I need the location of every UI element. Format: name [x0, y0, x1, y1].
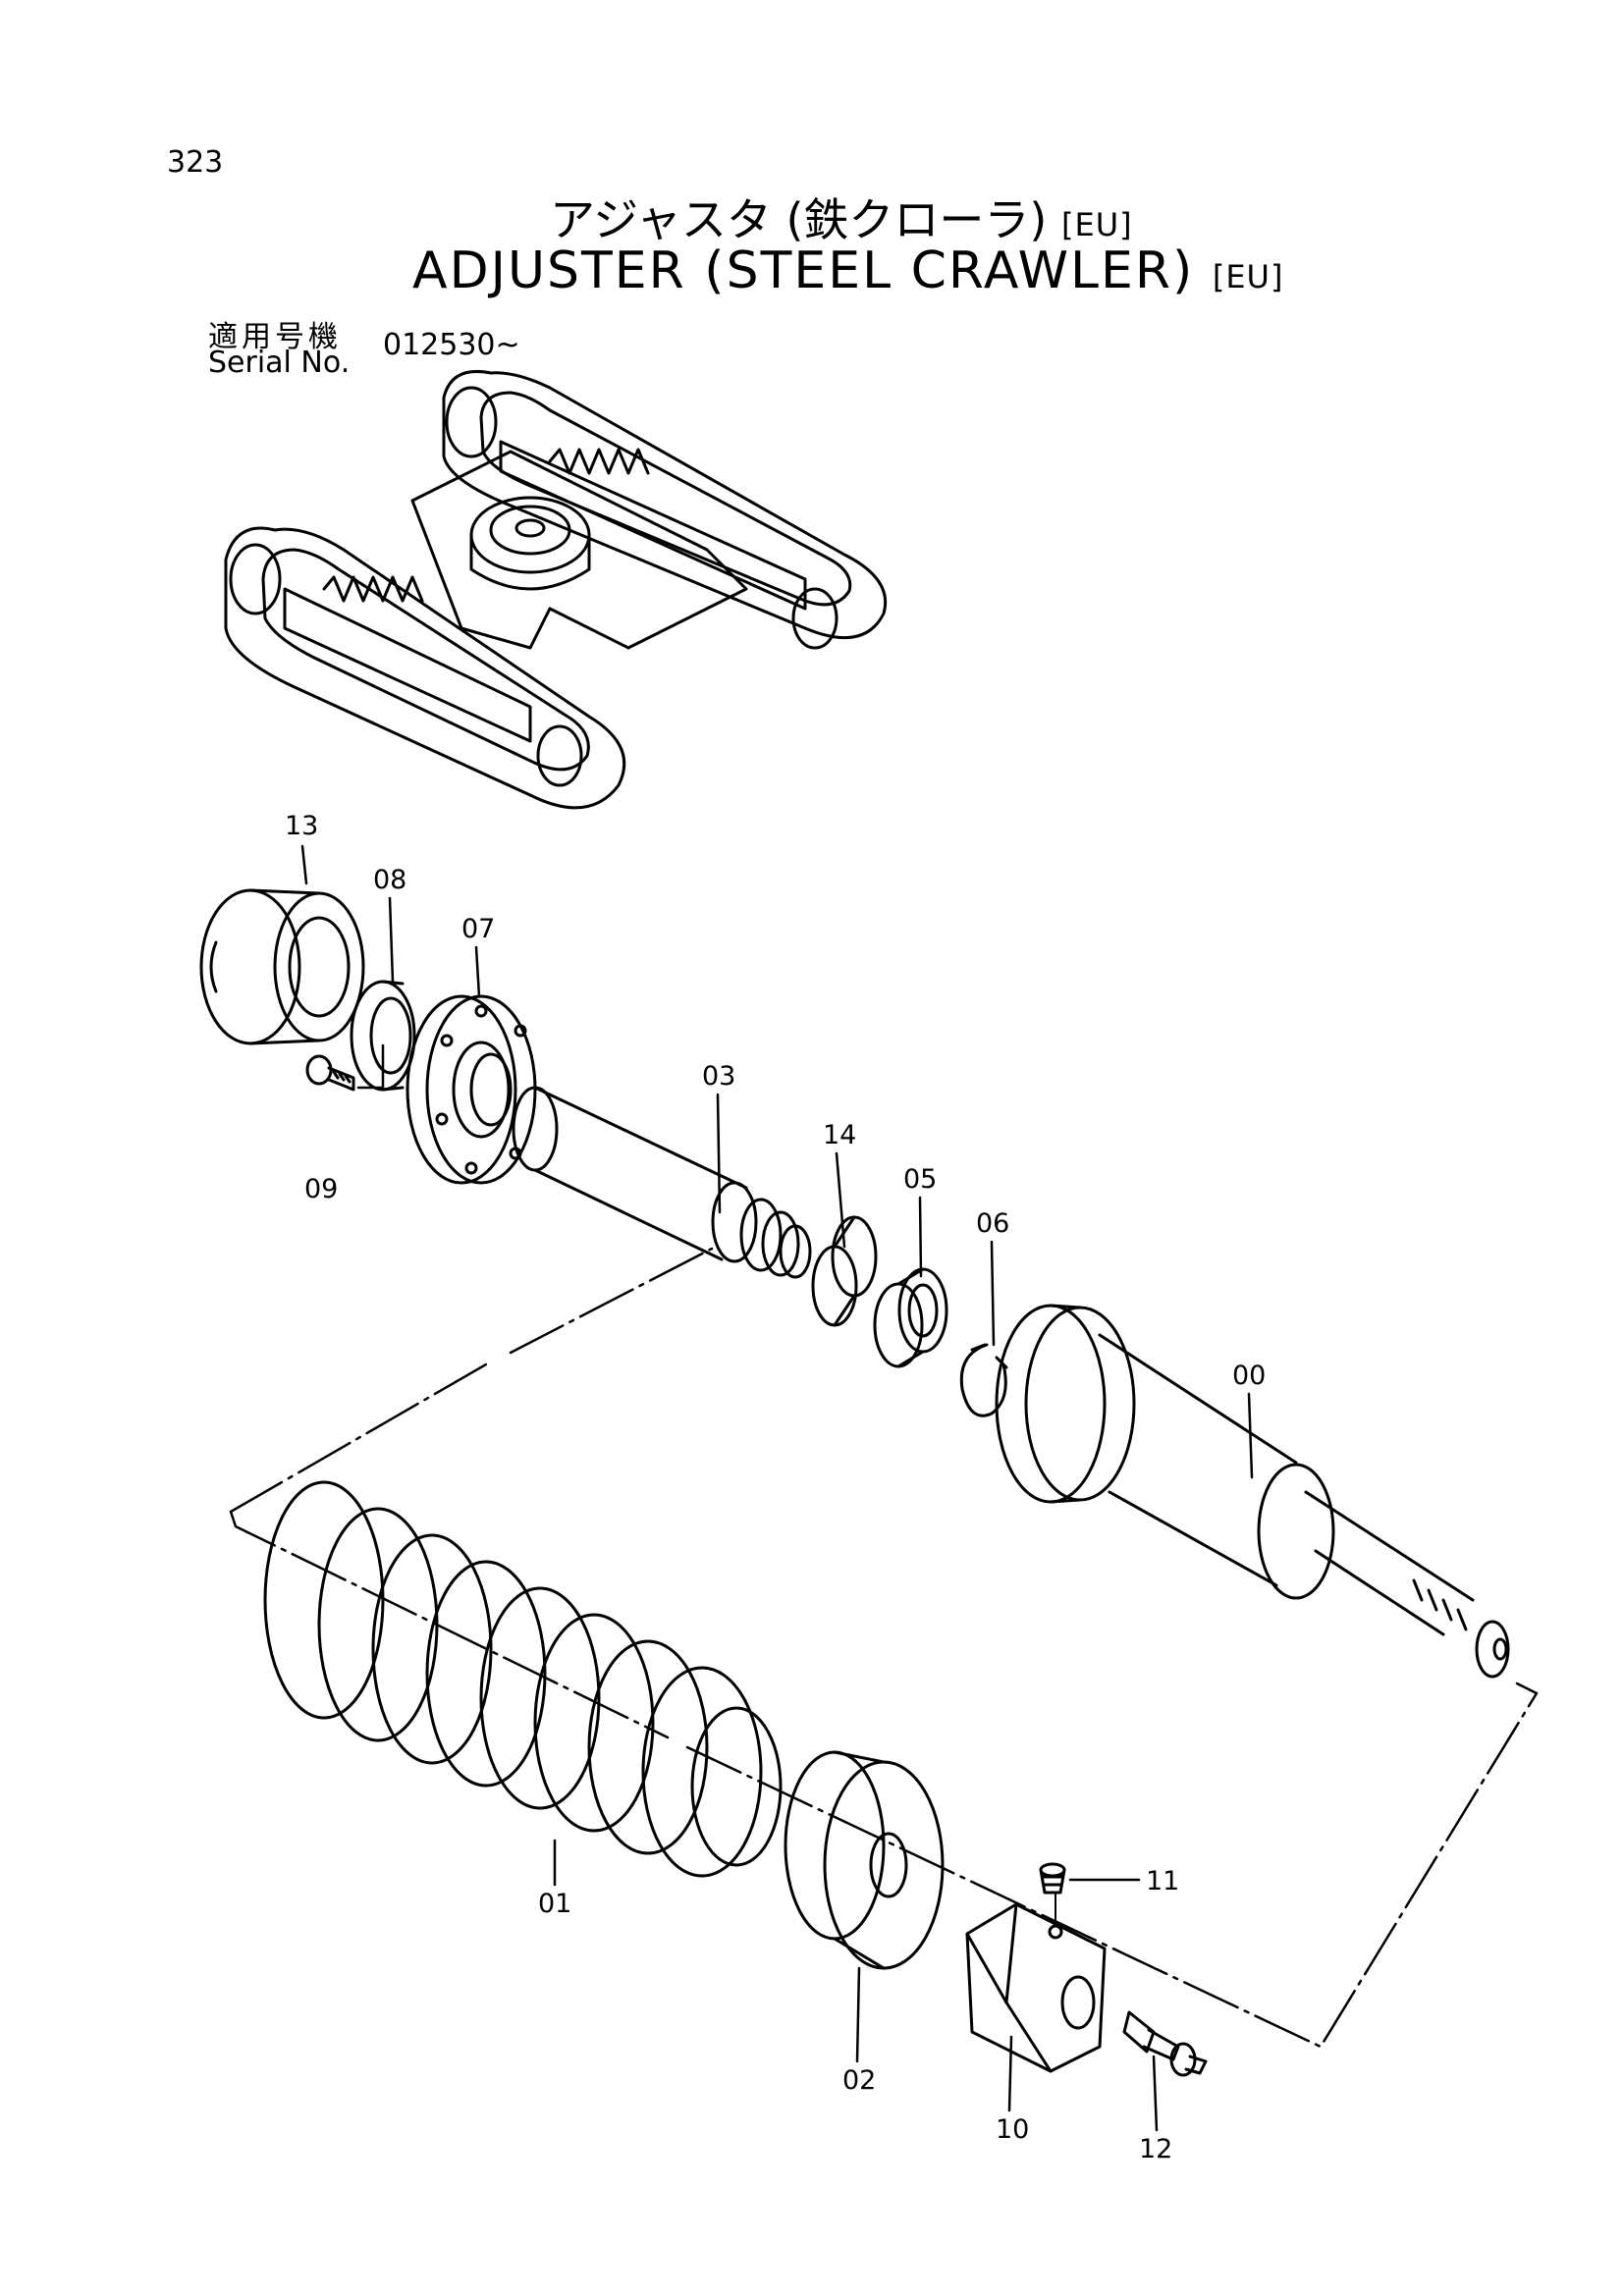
title-jp-text: アジャスタ (鉄クローラ): [550, 193, 1048, 246]
title-en-tag: [EU]: [1212, 258, 1284, 295]
callout-13: 13: [285, 811, 318, 841]
serial-label-en: Serial No.: [208, 346, 351, 380]
part-13-cap: [199, 888, 365, 1045]
title-en-text: ADJUSTER (STEEL CRAWLER): [412, 241, 1195, 300]
callout-01: 01: [538, 1889, 571, 1919]
leader-lines: [300, 844, 1254, 2132]
callout-labels: 13 08 07 09 03 14 05 06 00 01 02 11 10 1…: [285, 811, 1266, 2164]
title-jp-tag: [EU]: [1061, 206, 1133, 243]
callout-12: 12: [1139, 2134, 1172, 2164]
part-03-rod: [512, 1086, 812, 1279]
callout-11: 11: [1146, 1866, 1179, 1896]
title-english: ADJUSTER (STEEL CRAWLER) [EU]: [412, 241, 1283, 300]
callout-05: 05: [903, 1164, 937, 1195]
part-01-spring: [263, 1480, 783, 1878]
callout-03: 03: [702, 1061, 735, 1092]
part-09-bolt: [305, 1043, 385, 1092]
part-10-valve-body: [965, 1902, 1107, 2073]
callout-07: 07: [461, 914, 495, 944]
title-japanese: アジャスタ (鉄クローラ) [EU]: [550, 185, 1133, 249]
callout-02: 02: [842, 2065, 876, 2096]
callout-09: 09: [304, 1174, 338, 1204]
assembly-outline: [229, 1247, 1539, 2049]
part-14-bushing: [811, 1215, 878, 1327]
serial-label-jp: 適用号機: [208, 320, 342, 354]
page-number: 323: [167, 145, 224, 180]
callout-10: 10: [996, 2114, 1029, 2145]
serial-value: 012530~: [383, 328, 520, 362]
part-02-seat: [784, 1750, 945, 1970]
part-11-plug: [1039, 1862, 1141, 1927]
callout-08: 08: [373, 865, 406, 895]
undercarriage-illustration: [224, 369, 888, 810]
part-08-seal: [350, 980, 416, 1092]
part-07-flange: [406, 994, 537, 1185]
part-12-grease-nipple: [1122, 2010, 1208, 2077]
part-05-ring: [873, 1267, 948, 1368]
callout-14: 14: [823, 1120, 856, 1150]
callout-00: 00: [1232, 1361, 1266, 1391]
part-00-cylinder: [995, 1304, 1510, 1679]
part-06-snap-ring: [959, 1343, 1008, 1417]
callout-06: 06: [976, 1208, 1009, 1239]
